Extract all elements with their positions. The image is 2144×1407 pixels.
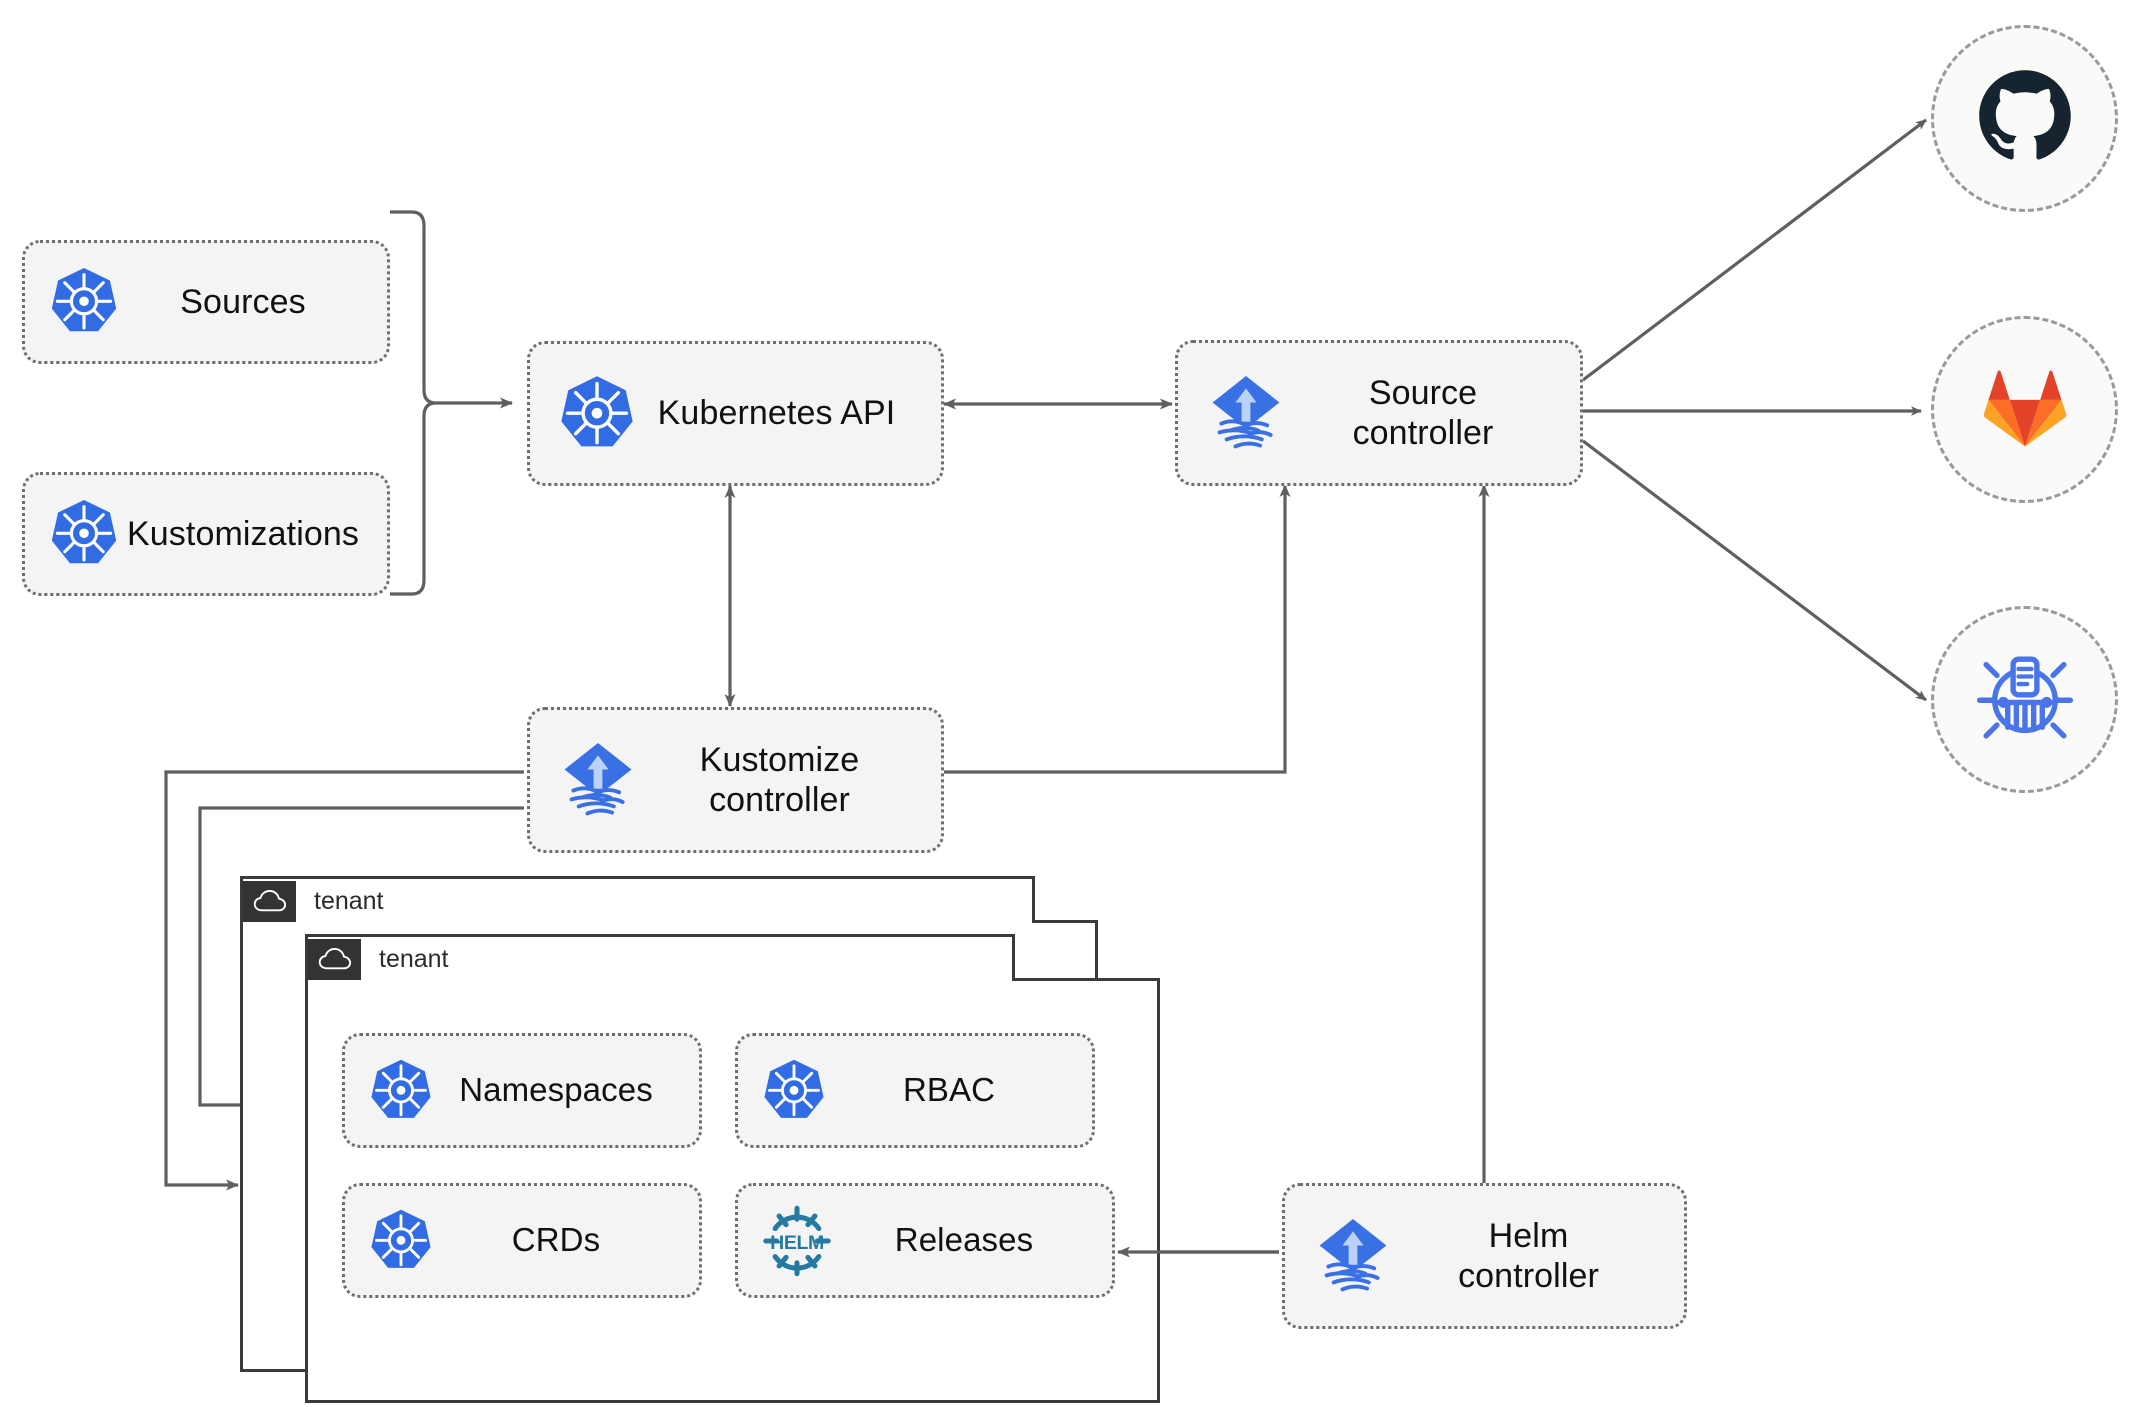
- node-kustomize-controller[interactable]: Kustomize controller: [527, 707, 944, 853]
- edge-source-to-github: [1582, 118, 1927, 382]
- node-label: Source controller: [1352, 373, 1494, 452]
- node-label: Kustomize controller: [699, 740, 860, 819]
- github-icon: [1973, 64, 2077, 173]
- node-kustomizations[interactable]: Kustomizations: [22, 472, 390, 596]
- provider-gitlab[interactable]: [1931, 316, 2118, 503]
- node-kubernetes-api[interactable]: Kubernetes API: [527, 341, 944, 486]
- cloud-icon: [243, 880, 296, 922]
- tenant-tab[interactable]: tenant: [240, 876, 1035, 923]
- provider-github[interactable]: [1931, 25, 2118, 212]
- node-source-controller[interactable]: Source controller: [1175, 340, 1583, 486]
- flux-icon: [1309, 1212, 1397, 1300]
- kubernetes-icon: [760, 1057, 828, 1125]
- container-registry-icon: [1971, 643, 2079, 756]
- tenant-tab[interactable]: tenant: [305, 934, 1015, 981]
- node-rbac[interactable]: RBAC: [735, 1033, 1095, 1148]
- node-label: Sources: [180, 282, 306, 321]
- helm-icon: HELM: [758, 1202, 836, 1280]
- node-label: Kubernetes API: [657, 394, 896, 433]
- tenant-label: tenant: [379, 944, 449, 973]
- edge-source-to-registry: [1582, 439, 1927, 702]
- node-label: RBAC: [902, 1071, 996, 1109]
- node-releases[interactable]: HELM Releases: [735, 1183, 1115, 1298]
- node-sources[interactable]: Sources: [22, 240, 390, 364]
- node-crds[interactable]: CRDs: [342, 1183, 702, 1298]
- node-label: Kustomizations: [127, 514, 359, 553]
- svg-text:HELM: HELM: [770, 1231, 824, 1253]
- node-label: CRDs: [511, 1221, 601, 1259]
- edge-kustomize-to-source: [944, 484, 1291, 774]
- node-namespaces[interactable]: Namespaces: [342, 1033, 702, 1148]
- flux-icon: [554, 736, 642, 824]
- tenant-label: tenant: [314, 886, 384, 915]
- node-label: Releases: [894, 1221, 1034, 1259]
- node-helm-controller[interactable]: Helm controller: [1282, 1183, 1687, 1329]
- node-label: Helm controller: [1458, 1216, 1599, 1295]
- kubernetes-icon: [556, 373, 638, 455]
- kubernetes-icon: [47, 497, 121, 571]
- kubernetes-icon: [47, 265, 121, 339]
- provider-container-registry[interactable]: [1931, 606, 2118, 793]
- gitlab-icon: [1973, 355, 2077, 464]
- kubernetes-icon: [367, 1057, 435, 1125]
- edge-resources-bracket: [390, 210, 438, 596]
- kubernetes-icon: [367, 1207, 435, 1275]
- flux-icon: [1202, 369, 1290, 457]
- cloud-icon: [308, 938, 361, 980]
- node-label: Namespaces: [459, 1071, 653, 1109]
